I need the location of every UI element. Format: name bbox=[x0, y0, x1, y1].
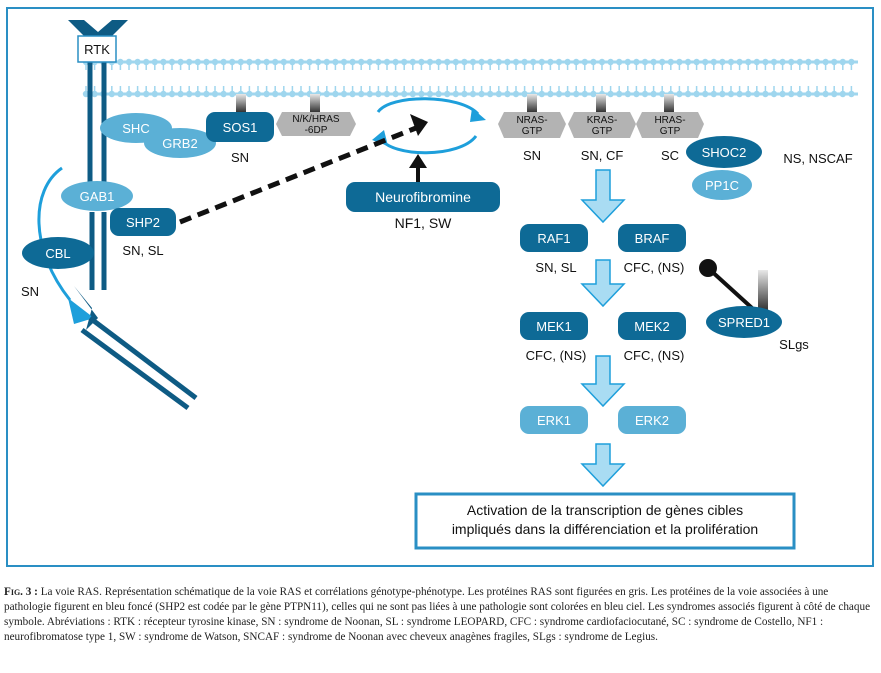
ras6dp-label-2: -6DP bbox=[305, 125, 328, 136]
nras-syndrome: SN bbox=[523, 148, 541, 163]
sos1-stem bbox=[236, 94, 246, 112]
nras-group: NRAS- GTP SN bbox=[498, 94, 566, 163]
cbl-node bbox=[22, 237, 94, 269]
gab1-node bbox=[61, 181, 133, 211]
ras6dp-node bbox=[276, 112, 356, 136]
nras-label-1: NRAS- bbox=[516, 115, 547, 126]
svg-text:NRAS-: NRAS- bbox=[516, 115, 547, 126]
erk2-node bbox=[618, 406, 686, 434]
ras6dp-label-1: N/K/HRAS bbox=[292, 114, 340, 125]
raf1-syndrome: SN, SL bbox=[535, 260, 576, 275]
cbl-curve bbox=[37, 166, 72, 301]
mek1-node bbox=[520, 312, 588, 340]
hras-syndrome: SC bbox=[661, 148, 679, 163]
erk2-label: ERK2 bbox=[635, 413, 669, 428]
figure-number: Fig. 3 : bbox=[4, 586, 38, 598]
ras-cycle bbox=[372, 97, 486, 155]
shoc2-label: SHOC2 bbox=[702, 145, 747, 160]
kras-group: KRAS- GTP SN, CF bbox=[568, 94, 636, 163]
kras-node bbox=[568, 112, 636, 138]
rtk-label: RTK bbox=[84, 42, 110, 57]
nras-label-2: GTP bbox=[522, 126, 543, 137]
pp1c-node bbox=[692, 170, 752, 200]
hras-node bbox=[636, 112, 704, 138]
spred1-syndrome: SLgs bbox=[779, 337, 809, 352]
dashed-arrow-head bbox=[410, 114, 428, 136]
mek2-node bbox=[618, 312, 686, 340]
svg-text:GTP: GTP bbox=[660, 126, 681, 137]
sos1-syndrome: SN bbox=[231, 150, 249, 165]
neurofibromine-node bbox=[346, 182, 500, 212]
cascade-arrows bbox=[580, 169, 626, 488]
shp2-syndrome: SN, SL bbox=[122, 243, 163, 258]
svg-text:-6DP: -6DP bbox=[305, 125, 328, 136]
shp2-label: SHP2 bbox=[126, 215, 160, 230]
raf1-label: RAF1 bbox=[537, 231, 570, 246]
hras-label-2: GTP bbox=[660, 126, 681, 137]
figure-caption: Fig. 3 : La voie RAS. Représentation sch… bbox=[4, 585, 877, 645]
sos1-label: SOS1 bbox=[223, 120, 258, 135]
hras-group: HRAS- GTP SC bbox=[636, 94, 704, 163]
cell-membrane bbox=[82, 58, 858, 98]
figure-frame bbox=[6, 7, 874, 567]
svg-text:GTP: GTP bbox=[522, 126, 543, 137]
cbl-label: CBL bbox=[45, 246, 70, 261]
transcription-box bbox=[414, 492, 796, 550]
shp2-node bbox=[110, 208, 176, 236]
svg-text:N/K/HRAS: N/K/HRAS bbox=[292, 114, 340, 125]
gab1-label: GAB1 bbox=[80, 189, 115, 204]
hras-label-1: HRAS- bbox=[654, 115, 685, 126]
mek1-syndrome: CFC, (NS) bbox=[526, 348, 587, 363]
kras-syndrome: SN, CF bbox=[581, 148, 624, 163]
caption-text: La voie RAS. Représentation schématique … bbox=[4, 586, 871, 643]
raf1-node bbox=[520, 224, 588, 252]
spred1-inhibit-line bbox=[706, 266, 754, 310]
spred1-node bbox=[706, 306, 782, 338]
svg-text:HRAS-: HRAS- bbox=[654, 115, 685, 126]
svg-text:GTP: GTP bbox=[592, 126, 613, 137]
mek1-label: MEK1 bbox=[536, 319, 571, 334]
spred1-label: SPRED1 bbox=[718, 315, 770, 330]
transcription-line-1: Activation de la transcription de gènes … bbox=[467, 502, 743, 518]
grb2-label: GRB2 bbox=[162, 136, 197, 151]
grb2-node bbox=[144, 128, 216, 158]
erk1-node bbox=[520, 406, 588, 434]
shoc2-syndrome: NS, NSCAF bbox=[783, 151, 852, 166]
spred1-stem bbox=[758, 270, 768, 310]
ras-pathway-diagram: RTK SHC GRB2 SOS1 SN N/K/HRAS -6DP Neuro… bbox=[21, 20, 858, 550]
sos1-node bbox=[206, 112, 274, 142]
cbl-target-receptor bbox=[68, 286, 198, 411]
svg-text:KRAS-: KRAS- bbox=[587, 115, 618, 126]
nf-arrow-head bbox=[409, 154, 427, 168]
spred1-inhibit-head bbox=[699, 259, 717, 277]
shoc2-node bbox=[686, 136, 762, 168]
kras-label-1: KRAS- bbox=[587, 115, 618, 126]
mek2-label: MEK2 bbox=[634, 319, 669, 334]
mek2-syndrome: CFC, (NS) bbox=[624, 348, 685, 363]
transcription-line-2: impliqués dans la différenciation et la … bbox=[452, 521, 758, 537]
kras-label-2: GTP bbox=[592, 126, 613, 137]
braf-syndrome: CFC, (NS) bbox=[624, 260, 685, 275]
shc-label: SHC bbox=[122, 121, 149, 136]
nras-node bbox=[498, 112, 566, 138]
braf-label: BRAF bbox=[635, 231, 670, 246]
pp1c-label: PP1C bbox=[705, 178, 739, 193]
neurofibromine-label: Neurofibromine bbox=[375, 189, 471, 205]
braf-node bbox=[618, 224, 686, 252]
ras6dp-stem bbox=[310, 94, 320, 112]
erk1-label: ERK1 bbox=[537, 413, 571, 428]
cbl-syndrome: SN bbox=[21, 284, 39, 299]
shp2-dashed-arrow bbox=[179, 125, 417, 225]
neurofibromine-syndrome: NF1, SW bbox=[395, 215, 453, 231]
